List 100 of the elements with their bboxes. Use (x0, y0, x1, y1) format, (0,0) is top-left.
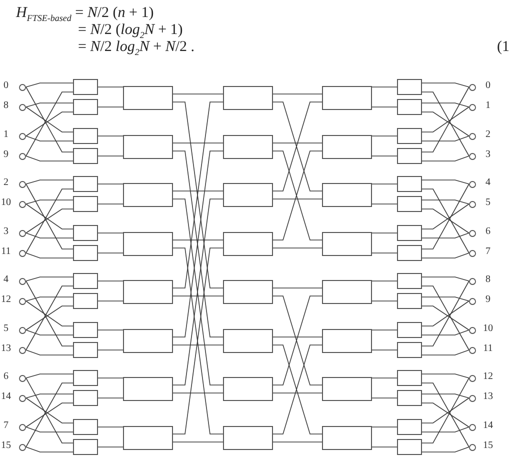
connector-line (422, 330, 470, 336)
connector-line (98, 446, 124, 448)
connector-line (372, 106, 398, 108)
switch-box (73, 370, 98, 386)
connector-line (172, 190, 224, 192)
connector-line (26, 102, 74, 108)
connector-line (422, 156, 470, 162)
connector-line (98, 300, 124, 302)
switch-box (223, 377, 273, 401)
port-number: 4 (486, 177, 490, 188)
port-number: 4 (4, 274, 8, 285)
connector-line (422, 106, 470, 132)
connector-line (26, 112, 74, 136)
switch-box (322, 135, 372, 159)
connector-line (26, 136, 74, 142)
switch-box (322, 426, 372, 450)
connector-line (26, 300, 74, 326)
switch-box (397, 128, 422, 144)
switch-box (123, 86, 173, 110)
connector-line (422, 394, 470, 398)
port-number: 7 (4, 420, 8, 431)
switch-box (397, 225, 422, 241)
connector-line (172, 392, 224, 394)
port-number: 10 (483, 323, 493, 334)
connector-line (98, 252, 124, 254)
connector-line (272, 336, 322, 338)
port-number: 9 (4, 149, 8, 160)
switch-box (123, 377, 173, 401)
connector-line (26, 306, 74, 330)
port-number: 6 (486, 226, 490, 237)
connector-line (26, 350, 74, 356)
connector-line (372, 232, 398, 234)
connector-line (422, 136, 470, 142)
connector-line (422, 398, 470, 424)
connector-line (422, 350, 470, 356)
switch-box (123, 280, 173, 304)
connector-line (26, 200, 74, 204)
switch-box (73, 390, 98, 406)
equation-line: = N/2 log$_{2}$N + N/2 . (78, 38, 194, 56)
switch-box (397, 390, 422, 406)
switch-box (73, 293, 98, 309)
connector-line (98, 106, 124, 108)
switch-box (73, 148, 98, 164)
connector-line (26, 232, 74, 238)
switch-box (397, 176, 422, 192)
connector-line (422, 306, 470, 330)
port-number: 8 (4, 100, 8, 111)
connector-line (26, 252, 74, 258)
port-number: 13 (483, 391, 493, 402)
connector-line (26, 208, 74, 234)
switch-box (73, 225, 98, 241)
connector-line (26, 180, 74, 184)
connector-line (372, 252, 398, 254)
switch-box (123, 329, 173, 353)
switch-box (223, 426, 273, 450)
connector-line (26, 204, 74, 230)
switch-box (73, 419, 98, 435)
port-number: 1 (4, 129, 8, 140)
connector-line (26, 106, 74, 132)
port-number: 9 (486, 294, 490, 305)
port-number: 3 (4, 226, 8, 237)
connector-line (26, 394, 74, 398)
connector-line (422, 82, 470, 88)
connector-line (26, 402, 74, 428)
connector-line (422, 232, 470, 238)
connector-line (372, 86, 398, 88)
port-number: 5 (486, 197, 490, 208)
switch-box (223, 280, 273, 304)
equation-line: H$_{FTSE-based}$ = N/2 (n + 1) (16, 4, 154, 22)
connector-line (422, 426, 470, 432)
connector-line (26, 446, 74, 452)
equation-number: (1 (497, 38, 510, 56)
connector-line (422, 374, 470, 378)
equation-line: = N/2 (log$_{2}$N + 1) (78, 21, 183, 39)
switch-box (223, 135, 273, 159)
switch-box (397, 293, 422, 309)
switch-box (397, 79, 422, 95)
switch-box (123, 135, 173, 159)
switch-box (397, 342, 422, 358)
connector-line (272, 198, 322, 200)
port-number: 1 (486, 100, 490, 111)
switch-box (73, 79, 98, 95)
switch-box (322, 377, 372, 401)
connector-line (372, 280, 398, 282)
connector-line (172, 142, 224, 144)
switch-box (397, 419, 422, 435)
connector-line (422, 102, 470, 108)
connector-line (26, 156, 74, 162)
port-number: 2 (4, 177, 8, 188)
switch-box (123, 232, 173, 256)
switch-box (322, 329, 372, 353)
connector-line (272, 142, 322, 144)
connector-line (372, 426, 398, 428)
switch-box (223, 86, 273, 110)
switch-box (397, 439, 422, 455)
port-number: 2 (486, 129, 490, 140)
port-number: 10 (1, 197, 11, 208)
switch-box (73, 99, 98, 115)
port-number: 15 (1, 440, 11, 451)
port-number: 13 (1, 343, 11, 354)
